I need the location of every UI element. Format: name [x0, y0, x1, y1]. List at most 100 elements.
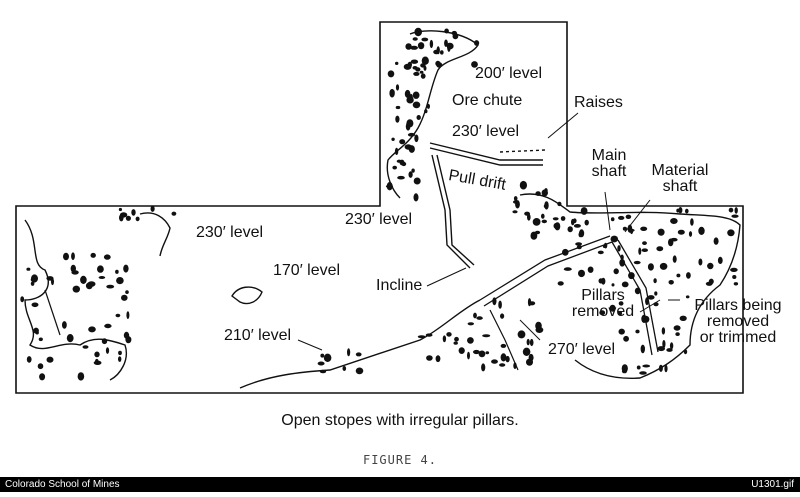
pillar-dot	[618, 328, 625, 335]
pillar-dot	[447, 43, 451, 52]
pillar-dot	[403, 63, 412, 70]
pillar-dot	[698, 226, 705, 235]
pillar-dot	[94, 351, 100, 358]
pillar-dot	[554, 222, 561, 231]
upper-stope-outline	[386, 30, 479, 199]
pillar-dot	[598, 278, 604, 284]
pillar-dot	[623, 335, 629, 342]
left-stope-outline	[24, 219, 127, 381]
pillar-dot	[481, 363, 486, 372]
pillar-dot	[126, 311, 130, 319]
pillar-dot	[579, 229, 585, 238]
leader-incline	[426, 267, 467, 287]
pillar-dot	[416, 115, 421, 120]
pillar-dot	[713, 237, 719, 245]
pillar-dot	[473, 312, 477, 319]
pillar-dot	[413, 193, 419, 202]
pillar-dot	[97, 265, 104, 273]
pillar-dot	[519, 180, 528, 190]
pillar-dot	[72, 285, 81, 293]
pillar-dot	[653, 278, 657, 284]
pillar-dot	[686, 272, 691, 279]
pillar-dot	[118, 356, 122, 362]
pillar-dot	[638, 247, 642, 255]
pillar-dot	[578, 269, 585, 278]
pillar-dot	[406, 96, 414, 104]
pillar-dot	[640, 226, 648, 231]
pillar-dot	[104, 323, 112, 329]
pillar-dot	[38, 337, 43, 342]
pillar-dot	[500, 343, 507, 348]
pillar-dot	[611, 283, 615, 287]
pillar-dot	[39, 373, 46, 381]
pillar-dot	[670, 218, 678, 224]
drift-left	[489, 309, 519, 371]
pull-drift-line-2	[429, 147, 543, 166]
pillar-dot	[421, 37, 429, 42]
pillar-dot	[636, 365, 641, 370]
stope-210	[239, 299, 481, 389]
pillar-dot	[621, 281, 629, 288]
pillar-dot	[657, 346, 665, 352]
footer-source: Colorado School of Mines	[5, 479, 120, 490]
pillar-dot	[46, 356, 54, 363]
pillar-dot	[567, 226, 573, 233]
pillar-dot	[453, 341, 458, 345]
pillar-dot	[571, 218, 575, 226]
pillar-dot	[404, 89, 411, 98]
pillar-dot	[642, 364, 651, 368]
pillar-dot	[698, 258, 703, 266]
pillar-dot	[435, 355, 441, 363]
pillar-dot	[389, 88, 395, 98]
pillar-dot	[355, 352, 362, 357]
pillar-dot	[708, 278, 714, 285]
pillar-dot	[482, 334, 491, 338]
haulage-drift	[479, 235, 611, 301]
pillar-dot	[642, 241, 647, 246]
pillar-dot	[401, 161, 407, 167]
pillar-dot	[442, 335, 447, 343]
pillar-dot	[412, 101, 421, 109]
pillar-dot	[408, 145, 415, 153]
pillar-dot	[467, 322, 474, 326]
pillar-dot	[666, 348, 673, 352]
arm-230-left	[139, 212, 171, 257]
pillar-dot	[478, 350, 486, 358]
drift-270-2	[617, 239, 659, 353]
pillar-dot	[30, 281, 35, 286]
pillar-dot	[597, 250, 604, 255]
pillar-dot	[103, 254, 111, 260]
pillar-dot	[467, 351, 470, 360]
pillar-dot	[628, 228, 635, 232]
pillar-dot	[656, 246, 664, 252]
pillar-dot	[412, 91, 420, 99]
label-200-level: 200′ level	[475, 65, 543, 82]
pillar-dot	[125, 215, 131, 221]
pillar-dot	[657, 228, 665, 236]
pillar-dot	[485, 351, 490, 355]
pillar-dot	[63, 252, 69, 261]
pillar-dot	[659, 262, 668, 270]
pillar-dot	[541, 189, 548, 197]
pillar-dot	[467, 337, 474, 344]
pillar-dot	[429, 39, 434, 49]
leader-raises	[547, 112, 579, 139]
pillar-dot	[90, 252, 96, 258]
label-230-level-mid: 230′ level	[345, 211, 413, 228]
pillar-dot	[639, 371, 647, 375]
pillar-dot	[342, 366, 347, 371]
pillar-dot	[70, 264, 77, 273]
pillar-dot	[676, 273, 681, 278]
pillar-dot	[95, 358, 99, 364]
pillar-dot	[320, 353, 325, 358]
leader-main-shaft	[604, 191, 611, 231]
pillar-dot	[395, 61, 399, 65]
pillar-dot	[563, 267, 572, 271]
leader-material-shaft	[624, 199, 651, 233]
pillar-dot	[118, 207, 122, 212]
right-stope-outline	[519, 193, 741, 380]
pillar-dot	[669, 342, 674, 350]
pillar-dot	[654, 291, 658, 296]
pillar-dot	[668, 280, 674, 285]
